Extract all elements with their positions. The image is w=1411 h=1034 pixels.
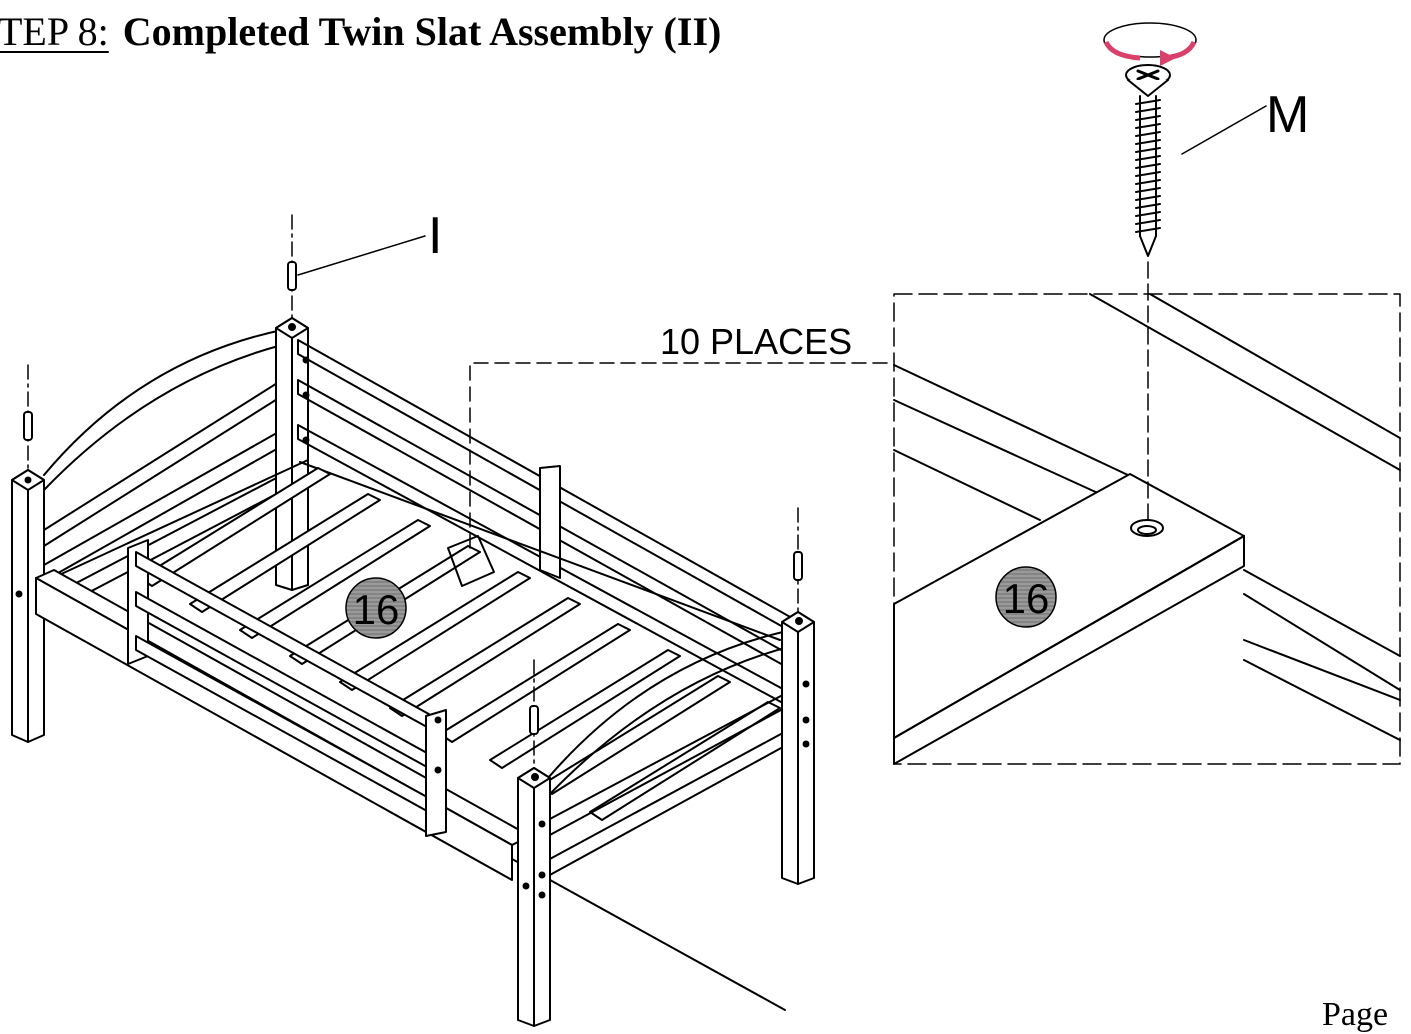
front-guard-rail [127, 539, 447, 837]
step-number-label: TEP 8: [0, 9, 109, 54]
left-front-post [11, 469, 45, 743]
screw-icon [1125, 64, 1171, 257]
right-front-post [517, 767, 551, 1027]
page-number-footer: Page [1322, 996, 1389, 1033]
step-heading: TEP 8: Completed Twin Slat Assembly (II) [0, 8, 721, 55]
detail-view [893, 261, 1401, 765]
part-i-label: I [428, 207, 442, 265]
part-m-label: M [1266, 86, 1309, 144]
leader-line-places [469, 362, 895, 549]
places-label: 10 PLACES [660, 321, 852, 362]
part-16-badge-detail: 16 [995, 566, 1057, 628]
right-back-post [781, 611, 815, 885]
leader-line-i [297, 235, 426, 276]
part-16-badge-main: 16 [345, 577, 407, 639]
right-footboard [547, 629, 793, 877]
rotate-clockwise-icon [1103, 22, 1197, 66]
part-16-detail-label: 16 [1003, 575, 1050, 622]
leader-line-m [1181, 105, 1267, 155]
part-16-main-label: 16 [353, 586, 400, 633]
step-title: Completed Twin Slat Assembly (II) [122, 9, 722, 54]
detail-highlight-box [447, 535, 495, 587]
dowel-pins [23, 214, 803, 769]
